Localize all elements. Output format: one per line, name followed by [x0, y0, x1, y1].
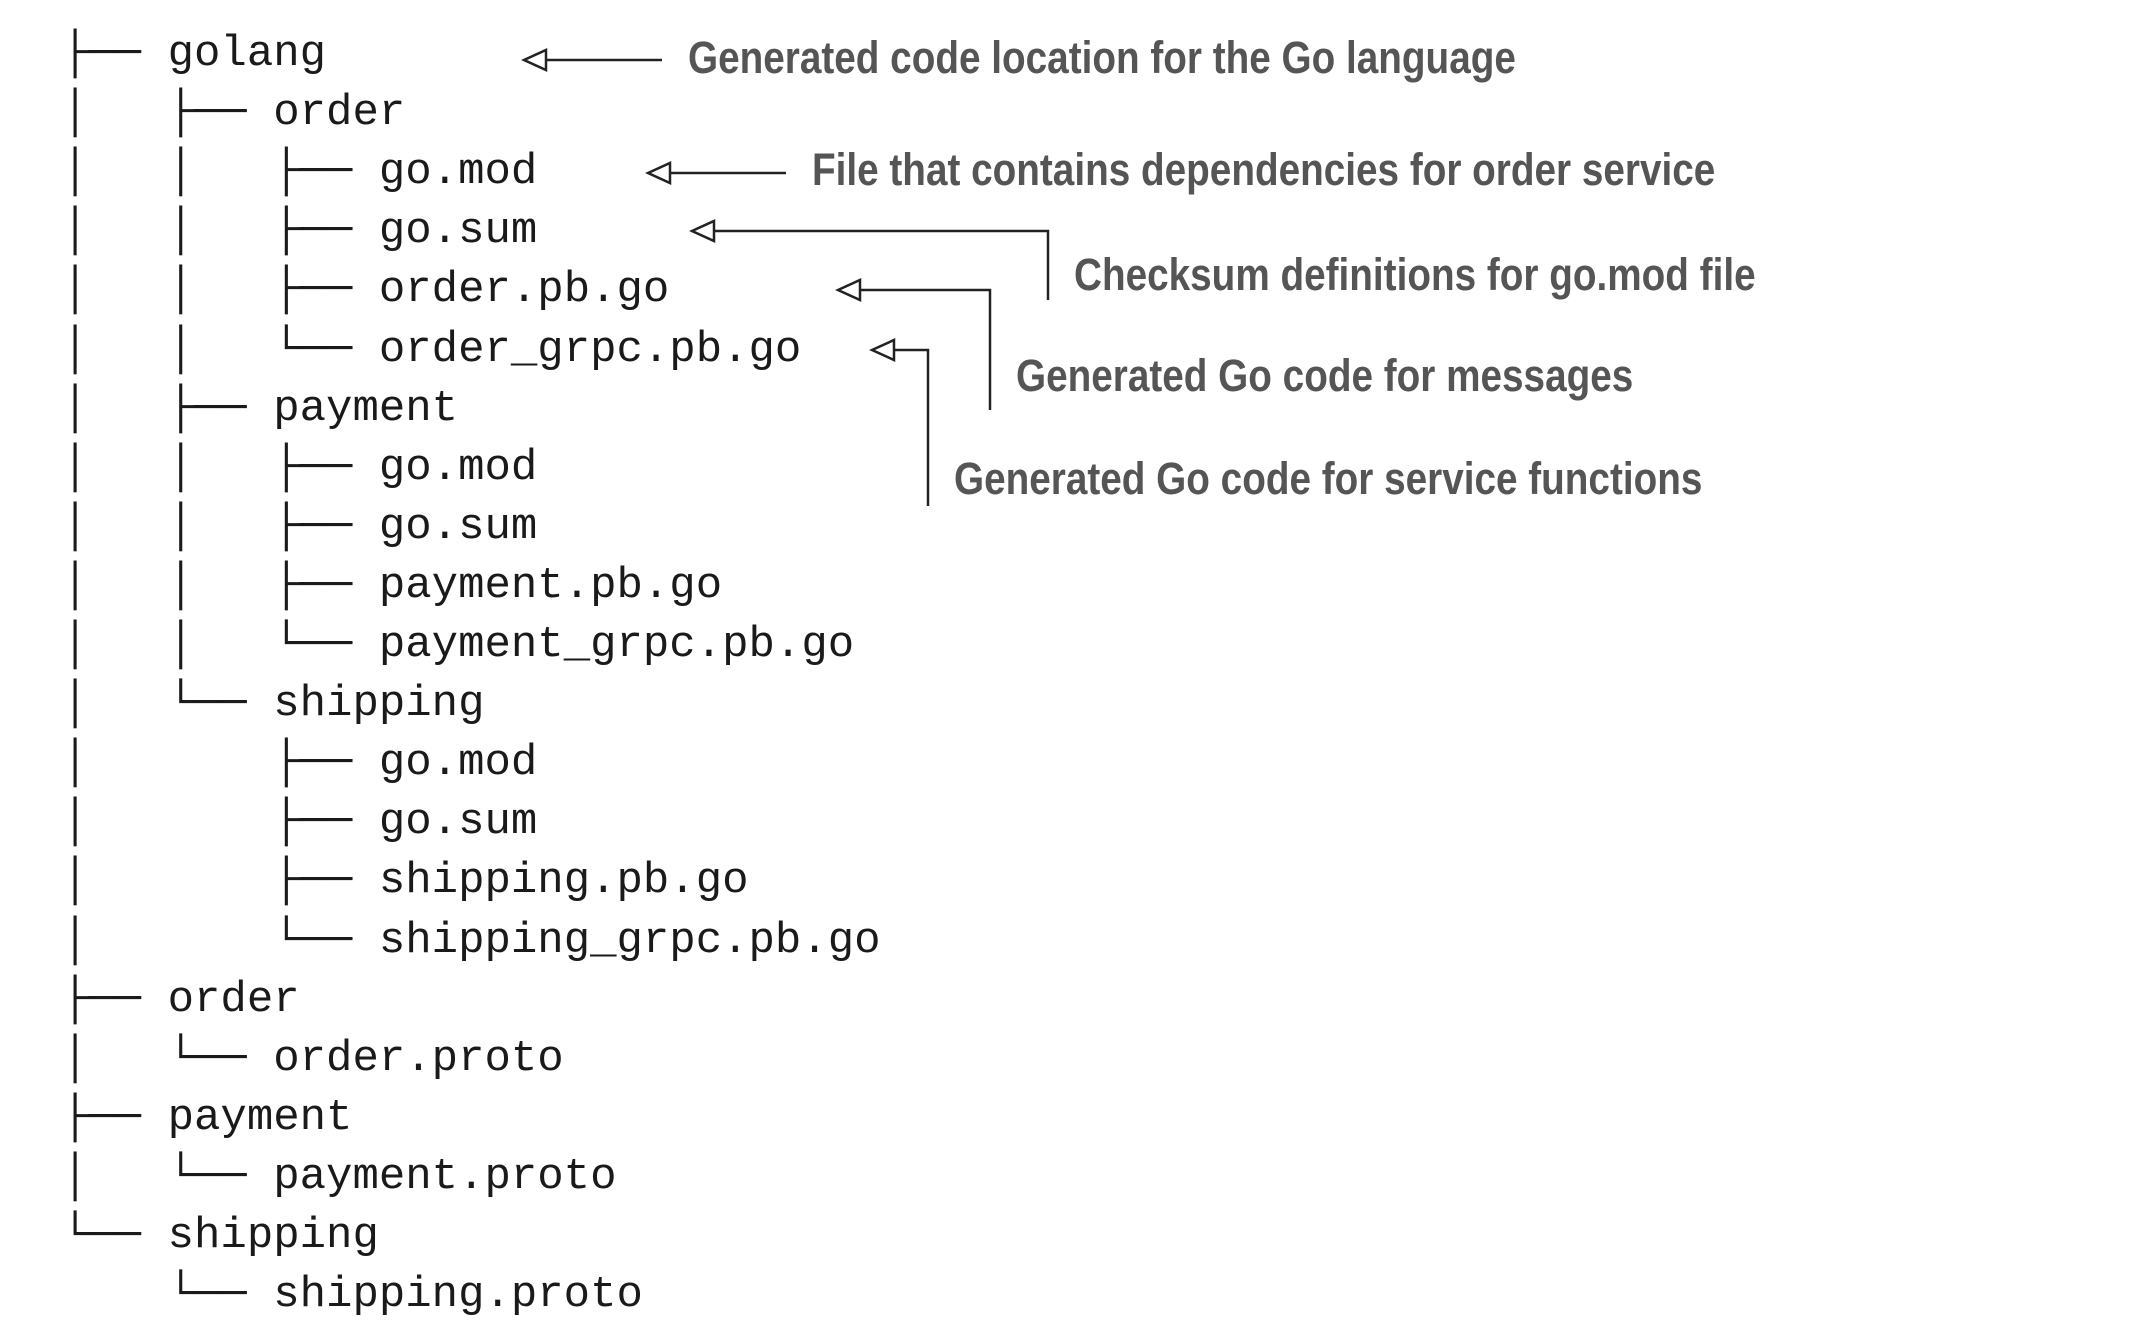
tree-branch: │ └── [62, 679, 274, 730]
tree-row: │ ├── go.sum [62, 793, 537, 852]
tree-branch: ├── [62, 974, 168, 1025]
tree-entry-name: golang [167, 29, 327, 79]
annotation-go-sum: Checksum definitions for go.mod file [1074, 249, 1756, 300]
tree-branch: │ └── [62, 1033, 274, 1084]
tree-entry-name: order.proto [273, 1033, 564, 1084]
tree-entry-name: shipping [273, 679, 485, 730]
tree-row: │ └── order.proto [62, 1030, 564, 1089]
tree-row: └── shipping.proto [62, 1266, 643, 1325]
tree-branch: │ │ ├── [62, 206, 379, 257]
tree-entry-name: go.sum [378, 797, 538, 848]
tree-entry-name: order [273, 88, 406, 139]
tree-branch: ├── [62, 29, 168, 79]
tree-row: │ └── shipping [62, 675, 484, 734]
tree-row: │ │ └── payment_grpc.pb.go [62, 616, 854, 675]
tree-entry-name: shipping_grpc.pb.go [378, 915, 881, 966]
tree-row: │ │ ├── payment.pb.go [62, 557, 722, 616]
tree-entry-name: go.sum [378, 501, 538, 552]
tree-row: │ ├── order [62, 84, 405, 143]
tree-branch: │ │ ├── [62, 265, 379, 316]
arrow-go-sum [688, 219, 1050, 300]
tree-entry-name: go.mod [378, 442, 538, 493]
tree-row: │ ├── shipping.pb.go [62, 852, 749, 911]
tree-row: │ └── shipping_grpc.pb.go [62, 912, 881, 971]
tree-branch: │ │ ├── [62, 501, 379, 552]
tree-row: │ │ ├── go.sum [62, 202, 537, 261]
tree-branch: │ └── [62, 1151, 274, 1202]
tree-entry-name: go.sum [378, 206, 538, 257]
tree-branch: │ │ └── [62, 620, 379, 670]
annotation-pb-go: Generated Go code for messages [1016, 350, 1634, 401]
tree-entry-name: payment_grpc.pb.go [378, 620, 855, 670]
tree-branch: └── [62, 1211, 168, 1261]
tree-entry-name: payment.pb.go [378, 560, 723, 611]
arrow-grpc-pb-go [868, 338, 930, 506]
annotation-go-mod: File that contains dependencies for orde… [812, 144, 1716, 195]
tree-row: │ │ └── order_grpc.pb.go [62, 321, 801, 380]
tree-entry-name: payment [273, 383, 459, 434]
tree-row: ├── golang [62, 25, 326, 84]
tree-branch: └── [62, 1270, 274, 1321]
tree-entry-name: order_grpc.pb.go [378, 324, 802, 375]
tree-entry-name: shipping [167, 1211, 379, 1261]
tree-entry-name: go.mod [378, 738, 538, 789]
tree-branch: ├── [62, 1092, 168, 1143]
tree-branch: │ ├── [62, 856, 379, 907]
arrow-pb-go [834, 278, 992, 410]
arrow-go-mod [644, 161, 786, 185]
tree-branch: │ └── [62, 915, 379, 966]
tree-row: │ ├── payment [62, 380, 458, 439]
tree-branch: │ │ ├── [62, 560, 379, 611]
tree-branch: │ │ ├── [62, 147, 379, 198]
tree-entry-name: shipping.pb.go [378, 856, 749, 907]
annotation-golang: Generated code location for the Go langu… [688, 32, 1516, 83]
tree-entry-name: payment.proto [273, 1151, 617, 1202]
tree-branch: │ │ └── [62, 324, 379, 375]
tree-row: ├── payment [62, 1089, 352, 1148]
tree-row: │ │ ├── go.mod [62, 439, 537, 498]
tree-entry-name: payment [167, 1092, 353, 1143]
tree-row: │ │ ├── go.sum [62, 498, 537, 557]
tree-row: ├── order [62, 971, 300, 1030]
tree-entry-name: order [167, 974, 300, 1025]
annotation-grpc-pb-go: Generated Go code for service functions [954, 453, 1703, 504]
tree-entry-name: order.pb.go [378, 265, 670, 316]
tree-row: │ │ ├── order.pb.go [62, 261, 669, 320]
tree-branch: │ ├── [62, 88, 274, 139]
tree-branch: │ ├── [62, 738, 379, 789]
tree-row: └── shipping [62, 1207, 379, 1266]
tree-entry-name: shipping.proto [273, 1270, 643, 1321]
tree-branch: │ ├── [62, 797, 379, 848]
tree-row: │ │ ├── go.mod [62, 143, 537, 202]
tree-branch: │ │ ├── [62, 442, 379, 493]
arrow-golang [520, 48, 662, 72]
tree-branch: │ ├── [62, 383, 274, 434]
tree-row: │ ├── go.mod [62, 734, 537, 793]
tree-row: │ └── payment.proto [62, 1148, 617, 1207]
tree-entry-name: go.mod [378, 147, 538, 198]
